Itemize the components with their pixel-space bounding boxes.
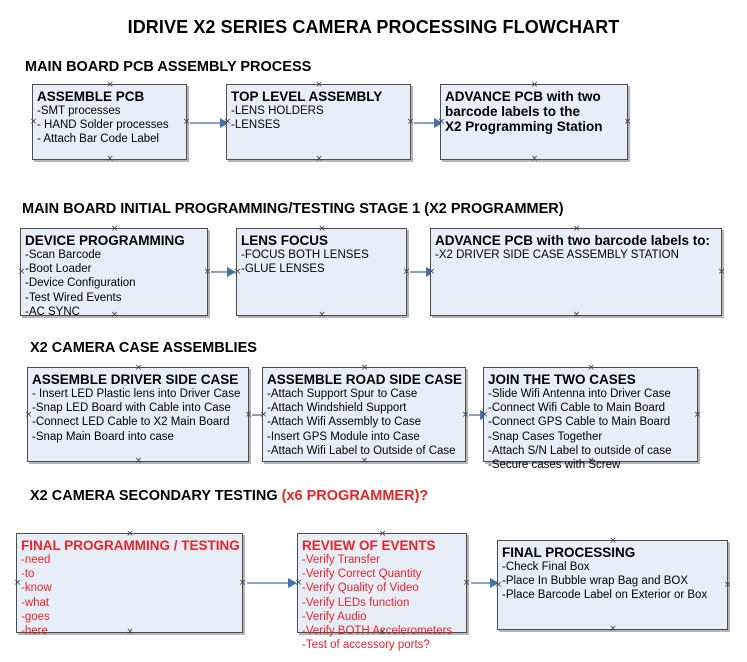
node-line: barcode labels to the	[445, 104, 581, 119]
node-line: -Connect LED Cable to X2 Main Board	[32, 416, 230, 429]
node-line: -AC SYNC	[25, 305, 80, 318]
node-join-the-two-cases[interactable]: JOIN THE TWO CASES -Slide Wifi Antenna i…	[483, 367, 698, 471]
node-title: ASSEMBLE PCB	[37, 89, 145, 104]
node-title: LENS FOCUS	[241, 233, 329, 248]
node-review-of-events[interactable]: REVIEW OF EVENTS -Verify Transfer -Verif…	[297, 533, 467, 651]
arrow-road-case-to-join-cases	[469, 410, 489, 420]
node-line: -know	[21, 582, 52, 595]
page-title: IDRIVE X2 SERIES CAMERA PROCESSING FLOWC…	[127, 17, 620, 37]
node-line: -Verify Correct Quantity	[302, 568, 422, 581]
connector-handle-right-icon	[717, 268, 726, 277]
node-line: -Attach Windshield Support	[267, 402, 407, 415]
section-heading-3-text: X2 CAMERA CASE ASSEMBLIES	[30, 340, 257, 356]
node-line: -Attach Wifi Assembly to Case	[267, 416, 422, 429]
node-line: -Scan Barcode	[25, 249, 102, 261]
node-line: -Attach Wifi Label to Outside of Case	[267, 444, 456, 457]
node-line: -Test Wired Events	[25, 291, 122, 304]
node-assemble-pcb[interactable]: ASSEMBLE PCB -SMT processes - HAND Solde…	[32, 84, 187, 160]
node-advance-pcb-programming-station[interactable]: ADVANCE PCB with two barcode labels to t…	[440, 84, 628, 160]
node-line: -Snap Main Board into case	[32, 430, 174, 443]
connector-handle-bottom-icon	[530, 155, 539, 164]
node-top-level-assembly[interactable]: TOP LEVEL ASSEMBLY -LENS HOLDERS -LENSES	[226, 84, 411, 160]
arrow-lens-focus-to-advance	[410, 267, 435, 277]
arrow-final-programming-to-review	[247, 578, 297, 588]
node-lens-focus[interactable]: LENS FOCUS -FOCUS BOTH LENSES -GLUE LENS…	[236, 228, 407, 316]
node-line: -Attach Support Spur to Case	[267, 388, 418, 400]
node-title: REVIEW OF EVENTS	[302, 538, 436, 553]
connector-handle-bottom-icon	[134, 457, 143, 466]
node-line: -need	[21, 554, 51, 566]
node-line-overflow: -Test of accessory ports?	[302, 639, 430, 652]
section-heading-2: MAIN BOARD INITIAL PROGRAMMING/TESTING S…	[22, 201, 564, 217]
node-advance-pcb-driver-side-station[interactable]: ADVANCE PCB with two barcode labels to: …	[430, 228, 722, 316]
connector-handle-bottom-icon	[609, 625, 618, 634]
node-assemble-driver-side-case[interactable]: ASSEMBLE DRIVER SIDE CASE - Insert LED P…	[27, 367, 249, 462]
node-line: -Connect Wifi Cable to Main Board	[488, 402, 666, 415]
node-title: FINAL PROCESSING	[502, 545, 636, 560]
node-line: X2 Programming Station	[445, 119, 603, 134]
node-line: -Boot Loader	[25, 263, 92, 276]
section-heading-1: MAIN BOARD PCB ASSEMBLY PROCESS	[25, 59, 311, 75]
arrow-review-to-final-processing	[471, 578, 499, 588]
node-line: -goes	[21, 610, 50, 623]
node-final-programming-testing[interactable]: FINAL PROGRAMMING / TESTING -need -to -k…	[16, 533, 243, 637]
node-final-processing[interactable]: FINAL PROCESSING -Check Final Box -Place…	[497, 540, 728, 630]
node-line: -to	[21, 568, 35, 581]
node-line: - Insert LED Plastic lens into Driver Ca…	[32, 388, 241, 400]
node-line: -Device Configuration	[25, 277, 136, 290]
node-title: ASSEMBLE DRIVER SIDE CASE	[32, 372, 239, 387]
node-assemble-road-side-case[interactable]: ASSEMBLE ROAD SIDE CASE -Attach Support …	[262, 367, 466, 462]
node-line: -Check Final Box	[502, 561, 590, 573]
node-line: -Verify Quality of Video	[302, 582, 419, 595]
connector-handle-bottom-icon	[572, 311, 581, 320]
node-line: -SMT processes	[37, 105, 121, 117]
node-title: FINAL PROGRAMMING / TESTING	[21, 538, 240, 553]
node-line: -what	[21, 596, 50, 609]
node-line: -X2 DRIVER SIDE CASE ASSEMBLY STATION	[435, 249, 679, 261]
section-heading-4-accent: (x6 PROGRAMMER)?	[281, 488, 429, 504]
node-title: JOIN THE TWO CASES	[488, 372, 636, 387]
node-line: -here	[21, 625, 48, 638]
arrow-device-programming-to-lens-focus	[211, 267, 236, 277]
node-title: ASSEMBLE ROAD SIDE CASE	[267, 372, 463, 387]
node-title: TOP LEVEL ASSEMBLY	[231, 89, 383, 104]
section-heading-4: X2 CAMERA SECONDARY TESTING (x6 PROGRAMM…	[30, 488, 428, 504]
node-line: -FOCUS BOTH LENSES	[241, 249, 369, 261]
section-heading-3: X2 CAMERA CASE ASSEMBLIES	[30, 340, 257, 356]
connector-handle-bottom-icon	[106, 155, 115, 164]
node-line: -Verify LEDs function	[302, 596, 410, 609]
node-line: -Snap LED Board with Cable into Case	[32, 402, 231, 415]
node-line: -LENSES	[231, 119, 281, 132]
section-heading-4-text: X2 CAMERA SECONDARY TESTING	[30, 488, 282, 504]
node-line: -Connect GPS Cable to Main Board	[488, 416, 671, 429]
node-line: -Slide Wifi Antenna into Driver Case	[488, 388, 671, 400]
section-heading-1-text: MAIN BOARD PCB ASSEMBLY PROCESS	[25, 59, 312, 75]
node-line: -Place In Bubble wrap Bag and BOX	[502, 575, 689, 588]
node-line: -GLUE LENSES	[241, 263, 325, 276]
node-line: -Verify Transfer	[302, 554, 380, 566]
node-title: ADVANCE PCB with two barcode labels to:	[435, 233, 711, 248]
connector-handle-bottom-icon	[318, 311, 327, 320]
node-line: - HAND Solder processes	[37, 119, 169, 132]
node-line: -LENS HOLDERS	[231, 105, 324, 117]
arrow-pcb-to-top-level	[190, 118, 229, 128]
node-title: DEVICE PROGRAMMING	[25, 233, 185, 248]
node-line: -Verify BOTH Accelerometers	[302, 625, 453, 638]
section-heading-2-text: MAIN BOARD INITIAL PROGRAMMING/TESTING S…	[22, 201, 564, 217]
node-line: -Attach S/N Label to outside of case	[488, 444, 672, 457]
node-line: - Attach Bar Code Label	[37, 133, 160, 146]
node-title: ADVANCE PCB with two	[445, 89, 601, 104]
connector-handle-bottom-icon	[360, 457, 369, 466]
node-line: -Verify Audio	[302, 610, 367, 623]
node-line: -Insert GPS Module into Case	[267, 430, 420, 443]
connector-handle-bottom-icon	[315, 155, 324, 164]
node-line: -Secure cases with Screw	[488, 459, 621, 472]
arrow-top-level-to-advance	[414, 118, 443, 128]
node-device-programming[interactable]: DEVICE PROGRAMMING -Scan Barcode -Boot L…	[20, 228, 208, 318]
node-line: -Place Barcode Label on Exterior or Box	[502, 589, 708, 602]
node-line: -Snap Cases Together	[488, 430, 603, 443]
